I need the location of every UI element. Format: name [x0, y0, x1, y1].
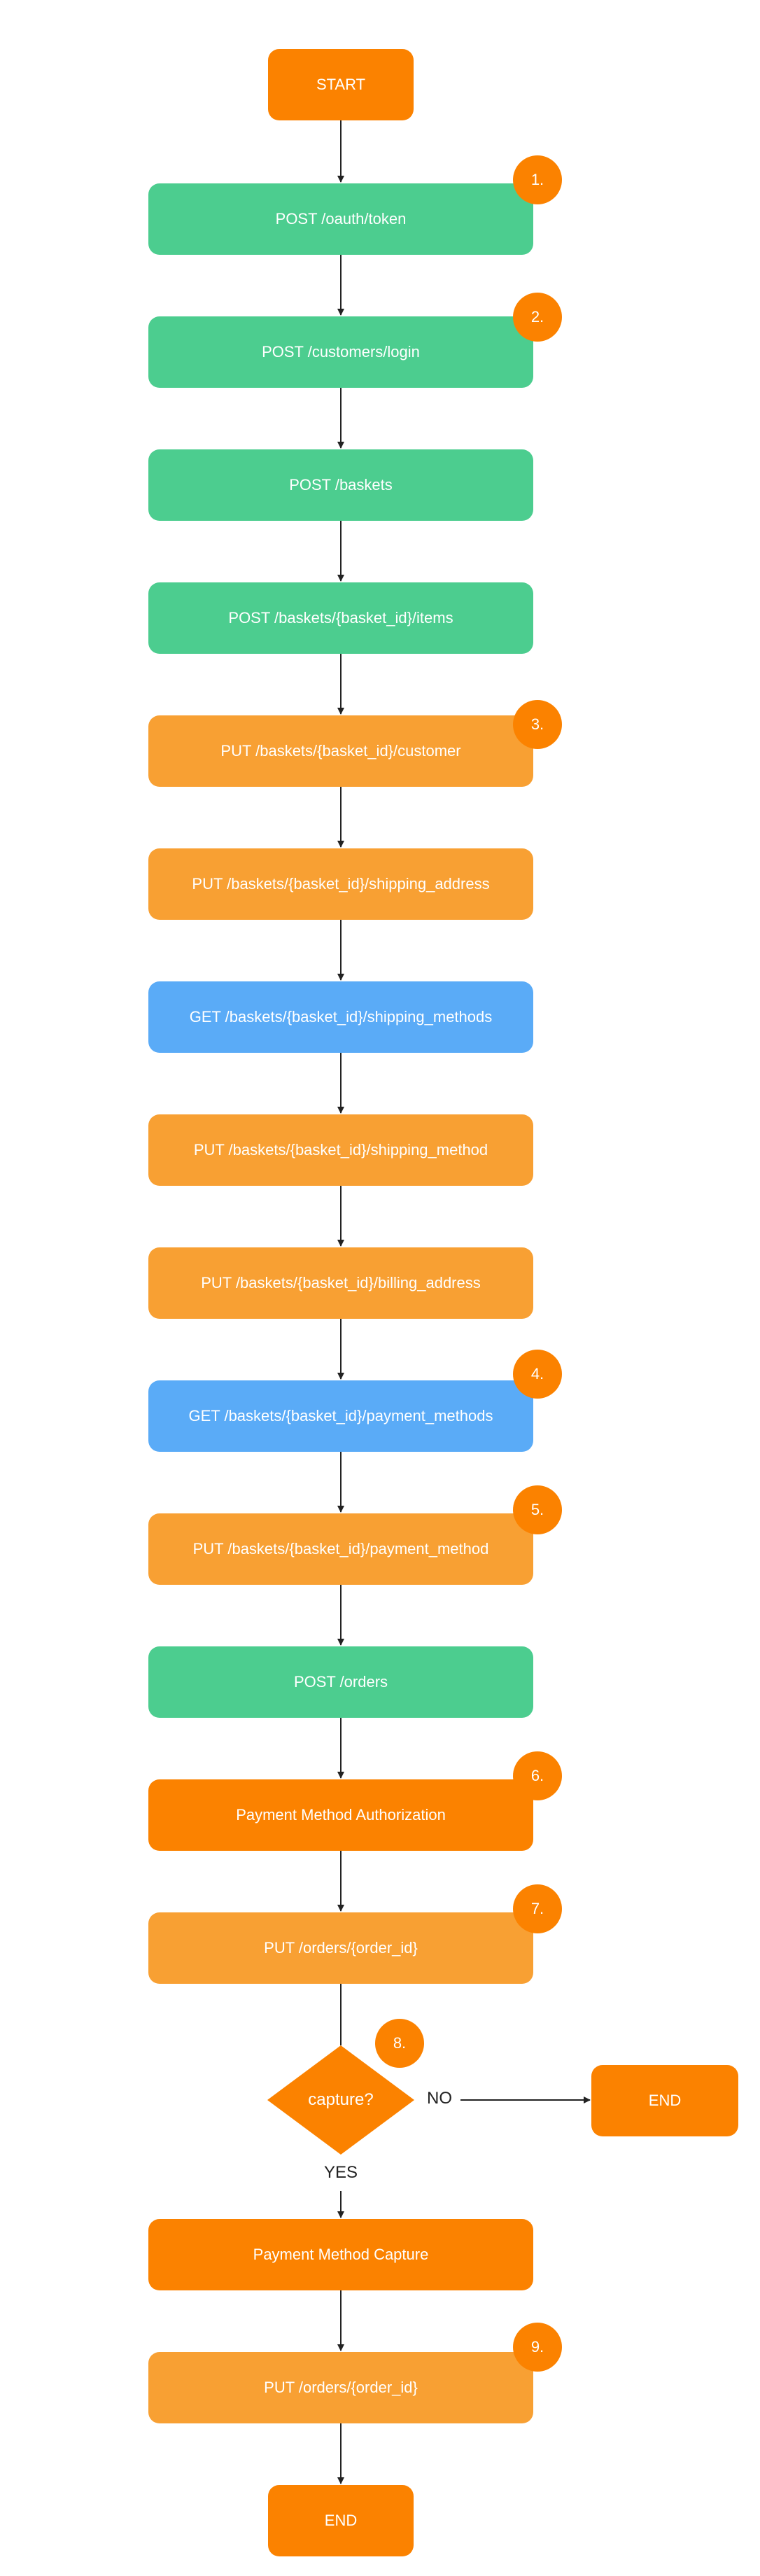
step-label: POST /baskets/{basket_id}/items [228, 609, 453, 626]
step-label: Payment Method Authorization [236, 1806, 446, 1823]
step-badge-6: 6. [513, 1751, 562, 1800]
end-label: END [324, 2512, 358, 2529]
step-create-basket: POST /baskets [148, 449, 533, 521]
step-customers-login: POST /customers/login [148, 316, 533, 388]
step-basket-items: POST /baskets/{basket_id}/items [148, 582, 533, 654]
end-node: END [268, 2485, 414, 2556]
step-shipping-method: PUT /baskets/{basket_id}/shipping_method [148, 1114, 533, 1186]
step-badge-5: 5. [513, 1485, 562, 1534]
step-billing-address: PUT /baskets/{basket_id}/billing_address [148, 1247, 533, 1319]
step-label: POST /orders [293, 1673, 388, 1690]
step-shipping-address: PUT /baskets/{basket_id}/shipping_addres… [148, 848, 533, 920]
end-label: END [648, 2092, 682, 2109]
decision-diamond [267, 2045, 414, 2155]
step-badge-4: 4. [513, 1350, 562, 1399]
step-payment-authorization: Payment Method Authorization [148, 1779, 533, 1851]
step-oauth-token: POST /oauth/token [148, 183, 533, 255]
step-badge-3: 3. [513, 700, 562, 749]
step-badge-1: 1. [513, 155, 562, 204]
step-get-payment-methods: GET /baskets/{basket_id}/payment_methods [148, 1380, 533, 1452]
step-basket-customer: PUT /baskets/{basket_id}/customer [148, 715, 533, 787]
start-label: START [316, 76, 366, 93]
step-label: PUT /orders/{order_id} [264, 1939, 418, 1956]
step-payment-capture: Payment Method Capture [148, 2219, 533, 2290]
no-branch-label: NO [427, 2089, 452, 2108]
step-label: PUT /orders/{order_id} [264, 2379, 418, 2396]
step-get-shipping-methods: GET /baskets/{basket_id}/shipping_method… [148, 981, 533, 1053]
step-label: PUT /baskets/{basket_id}/billing_address [201, 1274, 481, 1292]
yes-branch-label: YES [324, 2163, 358, 2182]
step-payment-method: PUT /baskets/{basket_id}/payment_method [148, 1513, 533, 1585]
step-label: POST /oauth/token [275, 210, 407, 227]
step-label: POST /baskets [289, 476, 393, 493]
step-put-order: PUT /orders/{order_id} [148, 1912, 533, 1984]
decision-label: capture? [308, 2090, 374, 2109]
step-badge-8: 8. [375, 2019, 424, 2068]
step-label: Payment Method Capture [253, 2246, 429, 2263]
step-label: PUT /baskets/{basket_id}/payment_method [192, 1540, 489, 1558]
step-label: GET /baskets/{basket_id}/payment_methods [188, 1407, 493, 1424]
step-post-orders: POST /orders [148, 1646, 533, 1718]
step-put-order-final: PUT /orders/{order_id} [148, 2352, 533, 2423]
step-label: POST /customers/login [262, 343, 420, 360]
step-label: PUT /baskets/{basket_id}/shipping_addres… [192, 875, 490, 892]
step-label: GET /baskets/{basket_id}/shipping_method… [189, 1008, 493, 1026]
step-label: PUT /baskets/{basket_id}/shipping_method [193, 1141, 488, 1158]
step-badge-7: 7. [513, 1884, 562, 1933]
step-badge-2: 2. [513, 293, 562, 342]
step-badge-9: 9. [513, 2323, 562, 2372]
start-node: START [268, 49, 414, 120]
end-node-no: END [591, 2065, 738, 2136]
step-label: PUT /baskets/{basket_id}/customer [220, 742, 461, 760]
